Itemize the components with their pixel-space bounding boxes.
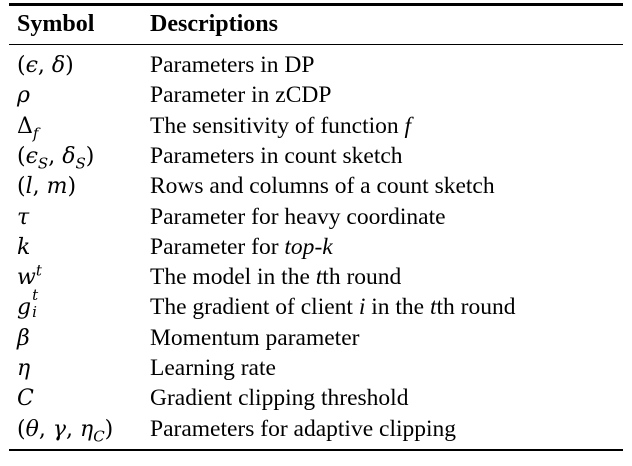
symbol-math: C [17, 386, 34, 412]
symbol-math: k [17, 234, 31, 260]
table-row: (ϵ, δ) Parameters in DP [9, 51, 623, 81]
description-cell: Parameter for top-k [150, 233, 333, 260]
symbol-cell: η [9, 357, 150, 381]
symbol-math: β [17, 325, 30, 351]
description-cell: The sensitivity of function f [150, 112, 412, 139]
table-row: (θ, γ, ηC) Parameters for adaptive clipp… [9, 414, 623, 444]
description-cell: Gradient clipping threshold [150, 385, 409, 412]
description-cell: Learning rate [150, 355, 276, 382]
symbol-math: (ϵS, δS) [17, 143, 95, 173]
description-cell: Rows and columns of a count sketch [150, 173, 495, 200]
header-symbol: Symbol [17, 11, 95, 37]
symbol-cell: (θ, γ, ηC) [9, 416, 150, 446]
symbol-cell: τ [9, 206, 150, 230]
symbol-cell: β [9, 327, 150, 351]
top-rule [9, 3, 623, 6]
symbol-cell: (ϵS, δS) [9, 143, 150, 173]
symbol-cell: (l, m) [9, 175, 150, 199]
description-cell: Parameters for adaptive clipping [150, 415, 457, 442]
symbol-cell: ρ [9, 84, 150, 108]
symbol-math: ρ [17, 83, 30, 109]
symbol-cell: k [9, 236, 150, 260]
header-row: Symbol Descriptions [9, 6, 623, 44]
table-row: (l, m) Rows and columns of a count sketc… [9, 172, 623, 202]
symbol-math: (ϵ, δ) [17, 53, 74, 79]
symbol-math: (l, m) [17, 174, 77, 200]
header-rule [9, 43, 623, 45]
notation-table: Symbol Descriptions (ϵ, δ) Parameters in… [9, 3, 623, 452]
description-cell: The gradient of client i in the tth roun… [150, 294, 516, 321]
description-cell: Momentum parameter [150, 324, 360, 351]
symbol-cell: C [9, 387, 150, 411]
description-cell: Parameters in DP [150, 52, 315, 79]
table-row: Δf The sensitivity of function f [9, 111, 623, 141]
table-row: (ϵS, δS) Parameters in count sketch [9, 142, 623, 172]
description-cell: Parameters in count sketch [150, 142, 403, 169]
symbol-math: Δf [17, 113, 39, 143]
description-cell: Parameter for heavy coordinate [150, 203, 446, 230]
table-row: wt The model in the tth round [9, 263, 623, 293]
symbol-cell: wt [9, 261, 150, 291]
description-cell: The model in the tth round [150, 264, 402, 291]
description-cell: Parameter in zCDP [150, 82, 332, 109]
table-row: C Gradient clipping threshold [9, 384, 623, 414]
table-row: β Momentum parameter [9, 323, 623, 353]
table-row: ρ Parameter in zCDP [9, 81, 623, 111]
symbol-math: η [17, 356, 31, 382]
bottom-rule [9, 448, 623, 452]
table-row: k Parameter for top-k [9, 232, 623, 262]
symbol-cell: Δf [9, 113, 150, 143]
table-body: (ϵ, δ) Parameters in DP ρ Parameter in z… [9, 45, 623, 449]
table-row: η Learning rate [9, 354, 623, 384]
header-descriptions: Descriptions [150, 11, 278, 37]
symbol-math: (θ, γ, ηC) [17, 416, 114, 446]
symbol-math: wt [17, 261, 42, 291]
symbol-math: τ [17, 204, 30, 230]
symbol-cell: (ϵ, δ) [9, 54, 150, 78]
table-row: τ Parameter for heavy coordinate [9, 202, 623, 232]
